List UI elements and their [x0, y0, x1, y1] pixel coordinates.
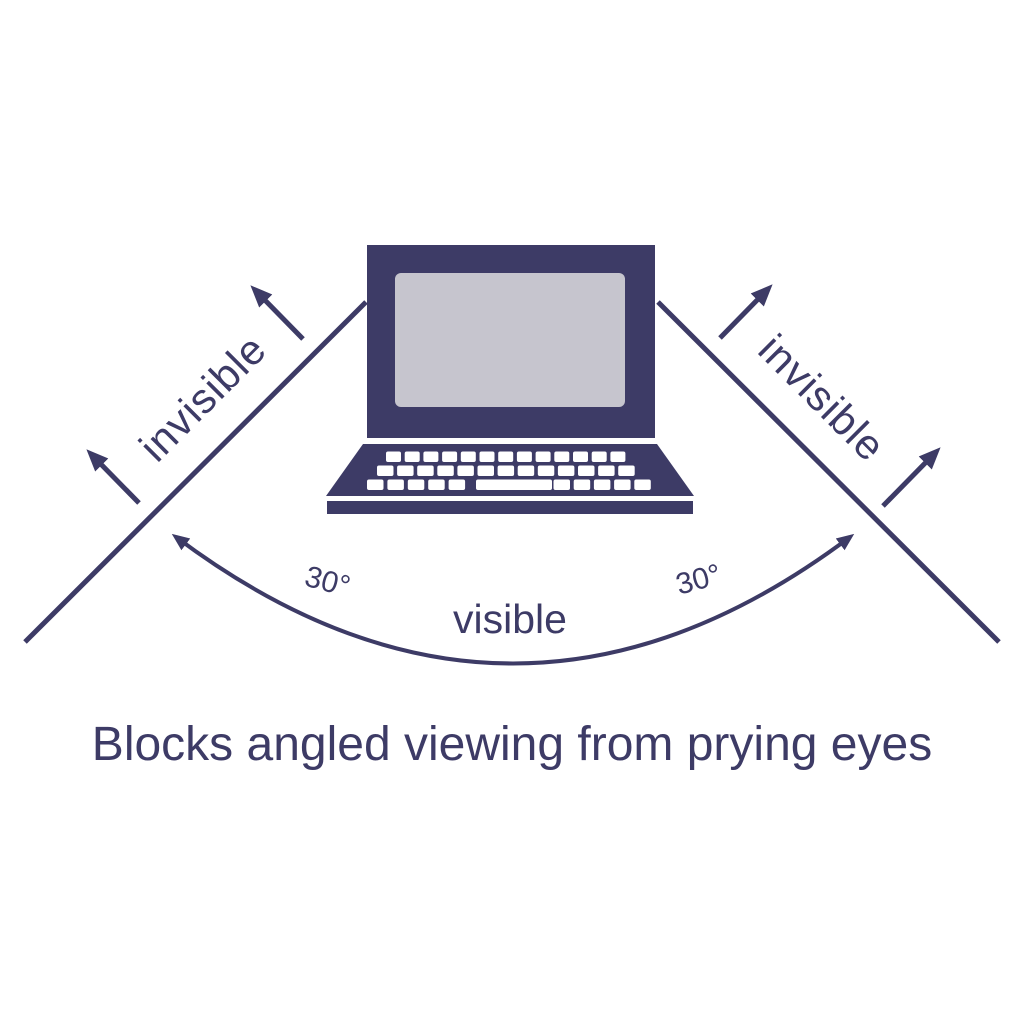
laptop-icon	[326, 245, 694, 514]
blocked-arrow-right-lower-icon	[881, 447, 941, 508]
laptop-bottom-edge	[327, 501, 693, 514]
laptop-keys	[367, 451, 651, 490]
visible-arc	[171, 533, 855, 666]
invisible-label-left: invisible	[130, 325, 275, 470]
laptop-screen	[395, 273, 625, 407]
blocked-arrow-right-upper-icon	[718, 284, 773, 340]
laptop-spacebar-key	[476, 479, 552, 490]
blocked-sightline-left	[23, 300, 368, 644]
visible-label: visible	[453, 596, 567, 642]
angle-label-right: 30°	[672, 558, 724, 602]
caption: Blocks angled viewing from prying eyes	[92, 718, 932, 771]
invisible-label-right: invisible	[750, 325, 895, 470]
blocked-arrow-left-lower-icon	[86, 449, 141, 505]
blocked-sightline-right	[656, 300, 1001, 644]
angle-label-left: 30°	[301, 560, 353, 604]
blocked-arrow-left-upper-icon	[250, 285, 305, 341]
